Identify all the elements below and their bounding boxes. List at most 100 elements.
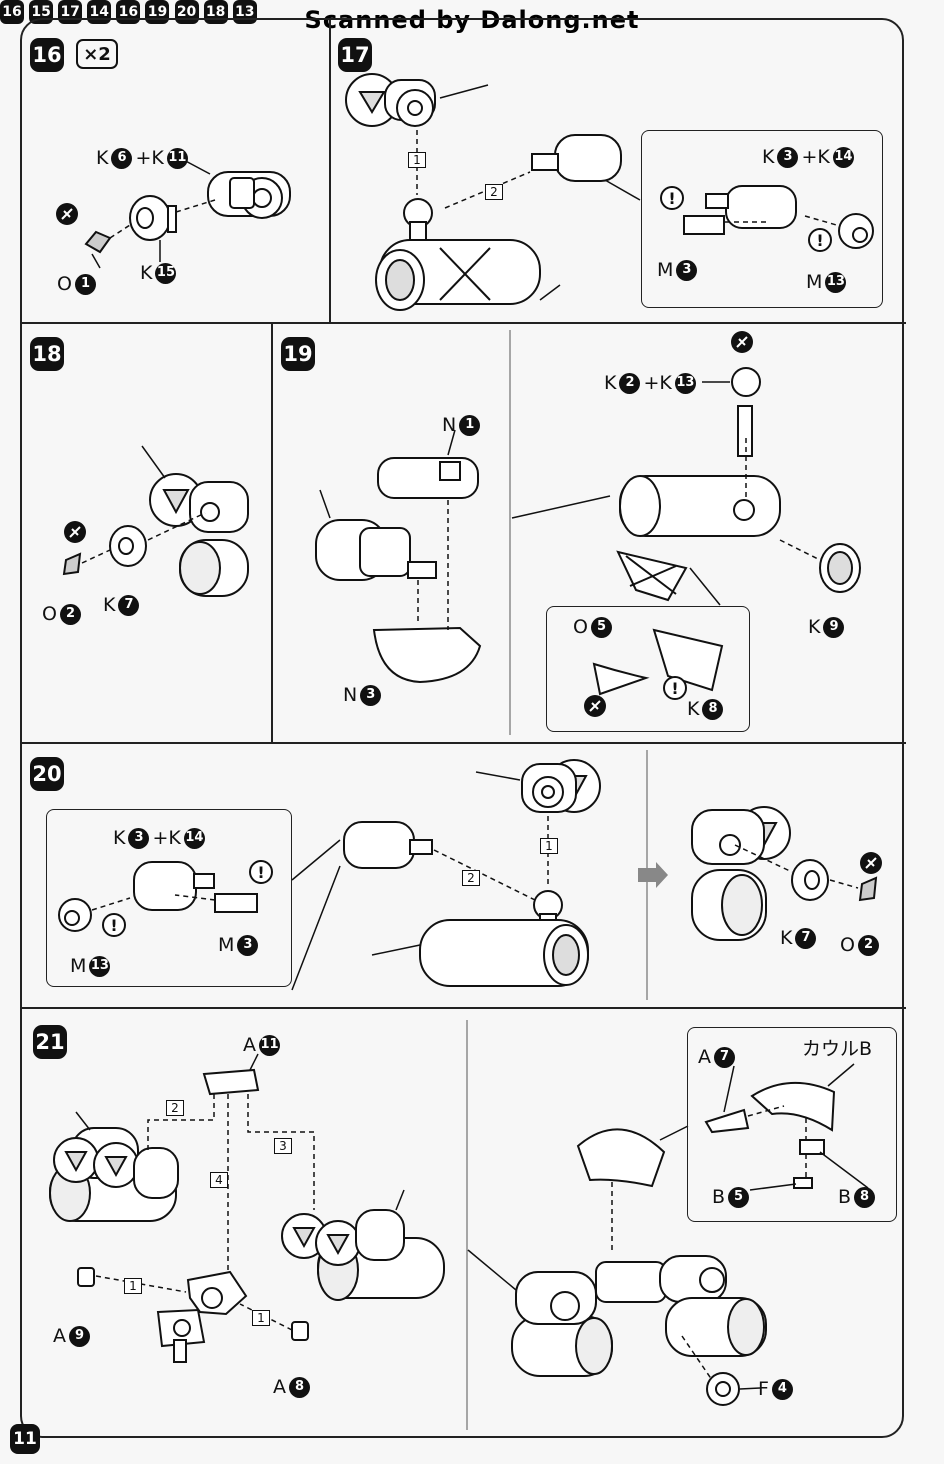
part-number-badge: 9 [69, 1325, 90, 1347]
part-label-a11: A 11 [243, 1034, 280, 1056]
part-label-o2: O 2 [840, 934, 879, 956]
step-19-number: 19 [281, 337, 315, 371]
part-number-badge: 3 [360, 684, 382, 706]
ref-step-17: 17 [58, 0, 83, 24]
label-text: K [103, 594, 116, 616]
part-label-k15: K 15 [140, 262, 177, 284]
part-number-badge: 11 [259, 1034, 280, 1056]
step-21-number: 21 [33, 1025, 67, 1059]
part-label-m3: M 3 [657, 259, 698, 281]
part-label-k9: K 9 [808, 616, 845, 638]
step-21-detail-inset [687, 1027, 897, 1222]
label-text: N [343, 684, 358, 706]
part-label-k2-k13: K 2 +K 13 [604, 372, 696, 394]
part-label-k8: K 8 [687, 698, 724, 720]
ref-step-15: 15 [29, 0, 54, 24]
label-text: O [57, 273, 72, 295]
cut-tool-icon [731, 331, 753, 353]
ref-step-18: 18 [203, 0, 228, 24]
part-label-k3-k14: K 3 +K 14 [113, 827, 205, 849]
part-label-o1: O 1 [57, 273, 96, 295]
scan-credit: Scanned by Dalong.net [304, 6, 640, 34]
panel-dividers [22, 20, 906, 1430]
order-box: 1 [408, 152, 426, 168]
step-20-number: 20 [30, 757, 64, 791]
part-number-badge: 8 [702, 698, 724, 720]
part-number-badge: 2 [59, 603, 81, 625]
order-box: 1 [540, 838, 558, 854]
part-number-badge: 11 [166, 147, 188, 169]
label-text: O [42, 603, 57, 625]
part-number-badge: 2 [619, 372, 641, 394]
step-17-detail-inset [641, 130, 883, 308]
part-label-n3: N 3 [343, 684, 382, 706]
part-label-b8: B 8 [838, 1186, 876, 1208]
ref-step-16: 16 [116, 0, 141, 24]
step-19-detail-inset [546, 606, 750, 732]
order-box: 2 [166, 1100, 184, 1116]
label-text: N [442, 414, 457, 436]
step-16-multiplier: ×2 [76, 39, 118, 69]
part-label-n1: N 1 [442, 414, 481, 436]
label-text: B [838, 1186, 852, 1208]
label-text: M [218, 934, 235, 956]
part-label-a8: A 8 [273, 1376, 310, 1398]
step-20-detail-inset [46, 809, 292, 987]
order-box: 1 [124, 1278, 142, 1294]
label-text: K [808, 616, 821, 638]
caution-icon: ! [660, 186, 684, 210]
ref-step-13: 13 [232, 0, 257, 24]
part-number-badge: 8 [289, 1376, 310, 1398]
step-18-number: 18 [30, 337, 64, 371]
part-number-badge: 7 [795, 927, 817, 949]
order-box: 3 [274, 1138, 292, 1154]
caution-icon: ! [102, 913, 126, 937]
step-17-number: 17 [338, 38, 372, 72]
ref-step-19: 19 [145, 0, 170, 24]
part-label-cowl-b: カウルB [802, 1038, 873, 1060]
label-text: K [780, 927, 793, 949]
cut-tool-icon [64, 521, 86, 543]
part-label-m13: M 13 [806, 271, 847, 293]
cut-tool-icon [584, 695, 606, 717]
part-label-b5: B 5 [712, 1186, 750, 1208]
caution-icon: ! [663, 676, 687, 700]
label-text: +K [801, 146, 830, 168]
part-label-k7: K 7 [780, 927, 817, 949]
part-number-badge: 3 [676, 259, 698, 281]
order-box: 2 [462, 870, 480, 886]
label-text: +K [152, 827, 181, 849]
label-text: F [758, 1378, 769, 1400]
part-label-a9: A 9 [53, 1325, 90, 1347]
label-text: B [712, 1186, 726, 1208]
order-box: 4 [210, 1172, 228, 1188]
part-number-badge: 14 [832, 146, 854, 168]
part-number-badge: 13 [89, 955, 111, 977]
label-text: A [53, 1325, 66, 1347]
part-number-badge: 2 [857, 934, 879, 956]
part-label-m13: M 13 [70, 955, 111, 977]
label-text: K [762, 146, 775, 168]
part-number-badge: 14 [183, 827, 205, 849]
label-text: O [573, 616, 588, 638]
label-text: A [243, 1034, 256, 1056]
part-number-badge: 9 [823, 616, 845, 638]
part-number-badge: 13 [674, 372, 696, 394]
cut-tool-icon [860, 852, 882, 874]
caution-icon: ! [808, 228, 832, 252]
part-label-o5: O 5 [573, 616, 612, 638]
part-number-badge: 15 [155, 262, 177, 284]
part-number-badge: 5 [590, 616, 612, 638]
label-text: K [96, 147, 109, 169]
part-number-badge: 7 [118, 594, 140, 616]
label-text: +K [135, 147, 164, 169]
label-text: M [657, 259, 674, 281]
part-label-k7: K 7 [103, 594, 140, 616]
part-number-badge: 3 [777, 146, 799, 168]
